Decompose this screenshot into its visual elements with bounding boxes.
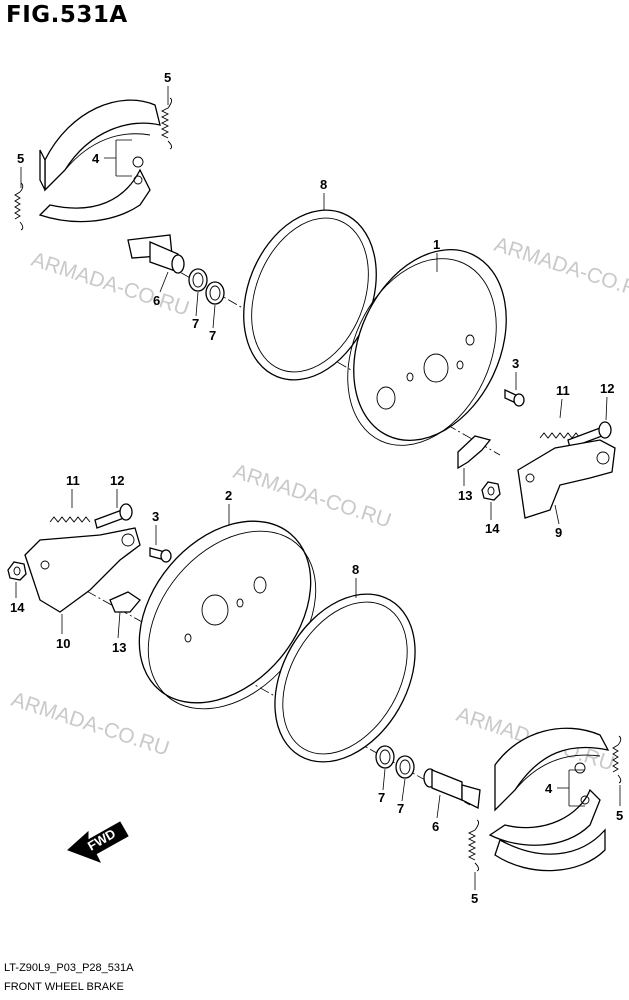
figure-title: FIG.531A [6,2,128,28]
callout-number: 14 [10,600,25,615]
callout-number: 2 [225,488,232,503]
bolt-lower [149,547,172,563]
washer-upper-1 [188,268,208,292]
callout-number: 5 [616,808,623,823]
washer-upper-2 [205,281,225,305]
bolt-upper [504,388,525,407]
callout-number: 11 [556,383,570,398]
spring-11-lower [49,516,91,523]
callout-number: 12 [110,473,124,488]
spring-lower-right [612,735,622,784]
brake-shoe-lower [488,727,610,872]
callout-number: 7 [192,316,199,331]
nut-upper [481,481,501,501]
brake-lever-left [24,527,141,613]
spring-upper-left [14,182,24,231]
callout-number: 8 [352,562,359,577]
callout-number: 10 [56,636,70,651]
callout-number: 3 [152,509,159,524]
callout-number: 7 [378,790,385,805]
cam-arm-lower [109,591,141,613]
callout-number: 13 [458,488,472,503]
callout-number: 4 [545,781,553,796]
spring-11-upper [539,432,581,439]
callouts: 5 5 4 6 7 7 8 1 3 11 12 13 14 9 11 12 3 … [10,70,623,906]
callout-number: 13 [112,640,126,655]
brake-drum-lower [138,520,317,710]
brake-shoe-upper [38,99,173,259]
callout-number: 9 [555,525,562,540]
washer-lower-1 [375,745,395,769]
callout-number: 5 [17,151,24,166]
cam-shaft-upper [149,241,185,274]
callout-number: 8 [320,177,327,192]
callout-number: 7 [209,328,216,343]
washer-lower-2 [395,755,415,779]
callout-number: 1 [433,237,440,252]
spring-lower-bottom [467,819,480,872]
callout-number: 12 [600,381,614,396]
callout-number: 5 [164,70,171,85]
figure-code: LT-Z90L9_P03_P28_531A [4,962,134,974]
callout-number: 4 [92,151,100,166]
forward-direction-arrow: FWD [67,821,129,863]
callout-number: 14 [485,521,500,536]
bolt-12-lower [94,503,133,529]
callout-number: 7 [397,801,404,816]
cam-shaft-lower [423,768,481,809]
brake-lever-right [517,439,616,519]
cam-arm-upper [457,435,492,470]
callout-number: 3 [512,356,519,371]
figure-caption: FRONT WHEEL BRAKE [4,981,124,993]
watermark: ARMADA-CO.RU [491,233,629,306]
callout-number: 5 [471,891,478,906]
brake-drum-upper [347,249,507,446]
seal-ring-lower [274,593,416,763]
callout-number: 6 [153,293,160,308]
callout-number: 6 [432,819,439,834]
spring-upper-top [160,97,173,150]
watermark: ARMADA-CO.RU [8,688,172,761]
callout-number: 11 [66,473,80,488]
nut-lower [7,561,27,581]
bolt-12-upper [567,421,612,449]
